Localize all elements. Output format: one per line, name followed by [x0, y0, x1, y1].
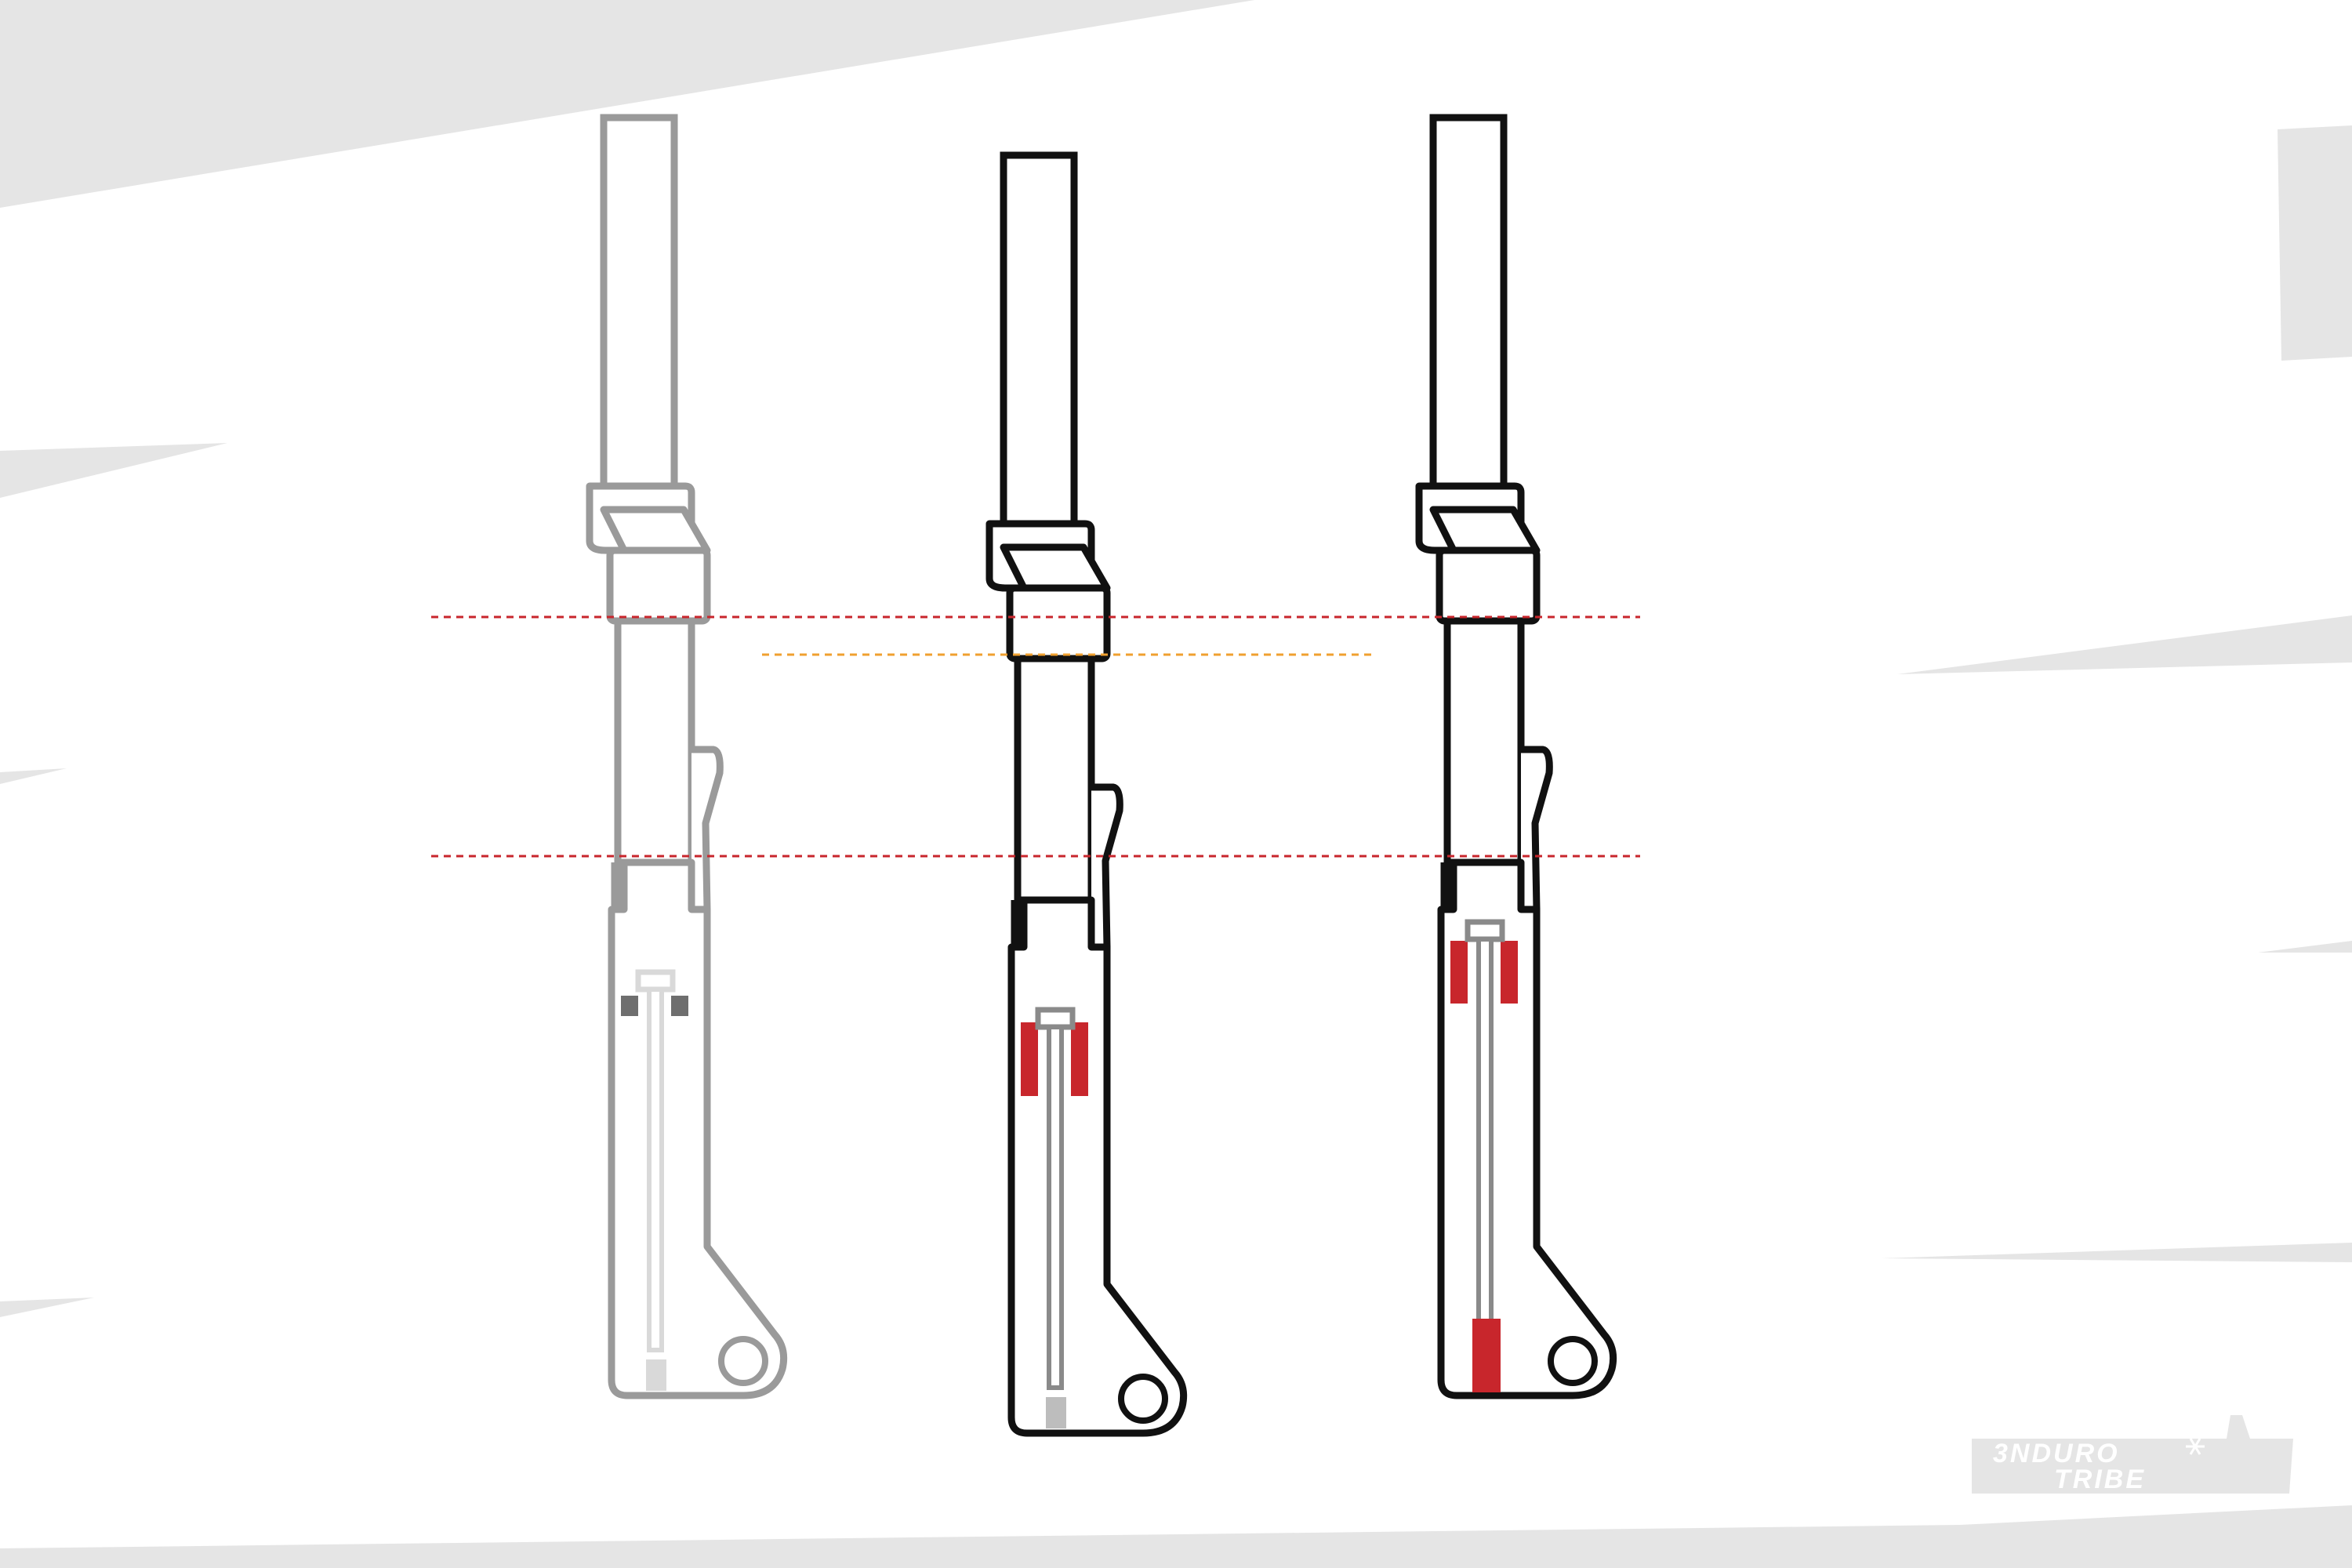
crown-block: [1436, 546, 1541, 625]
enduro-tribe-logo: 3NDURO TRIBE: [1972, 1415, 2293, 1494]
axle-hole: [1118, 1374, 1168, 1424]
middle-fork: [985, 151, 1188, 1437]
damper-piston: [1465, 919, 1505, 942]
left-bushing: [1450, 941, 1468, 1004]
crown-block: [1006, 584, 1111, 662]
stanchion-tube: [1429, 114, 1508, 490]
damper-piston: [1035, 1007, 1076, 1030]
right-bushing: [671, 996, 688, 1016]
stripe-right-top: [2278, 125, 2352, 361]
bottom-out-bumper: [1472, 1319, 1501, 1392]
logo-line1: 3NDURO: [1993, 1439, 2120, 1468]
logo-line2: TRIBE: [2054, 1465, 2146, 1494]
brake-arch: [691, 746, 724, 913]
damper-shaft: [1476, 937, 1494, 1352]
stanchion-tube: [600, 114, 678, 490]
axle-hole: [1548, 1336, 1598, 1386]
left-bushing: [1021, 1022, 1038, 1096]
left-bushing: [621, 996, 638, 1016]
damper-shaft: [647, 987, 664, 1352]
stripe-bottom: [0, 1505, 2352, 1568]
snowflake-icon: [2186, 1438, 2205, 1455]
brake-arch: [1091, 783, 1123, 951]
brake-arch: [1521, 746, 1553, 913]
stripe-right-mid: [1897, 615, 2352, 674]
stripe-right-low: [2258, 941, 2352, 953]
axle-hole: [718, 1336, 768, 1386]
shaft-tip: [646, 1359, 666, 1391]
damper-piston: [635, 969, 676, 993]
right-bushing: [1501, 941, 1518, 1004]
lower-leg: [1007, 896, 1188, 1437]
damper-shaft: [1047, 1025, 1064, 1390]
stanchion-tube: [1000, 151, 1078, 528]
logo-badge: [1972, 1415, 2293, 1494]
stripe-left-mid: [0, 443, 227, 498]
lower-leg: [608, 858, 788, 1399]
stripe-top: [0, 0, 1254, 208]
reference-fork: [586, 114, 788, 1399]
right-bushing: [1071, 1022, 1088, 1096]
crown-block: [606, 546, 711, 625]
right-fork: [1415, 114, 1617, 1399]
stripe-right-bottom: [1882, 1243, 2352, 1262]
stripe-left-bottom: [0, 1298, 94, 1317]
shaft-tip: [1046, 1397, 1066, 1428]
stripe-left-low: [0, 768, 67, 784]
